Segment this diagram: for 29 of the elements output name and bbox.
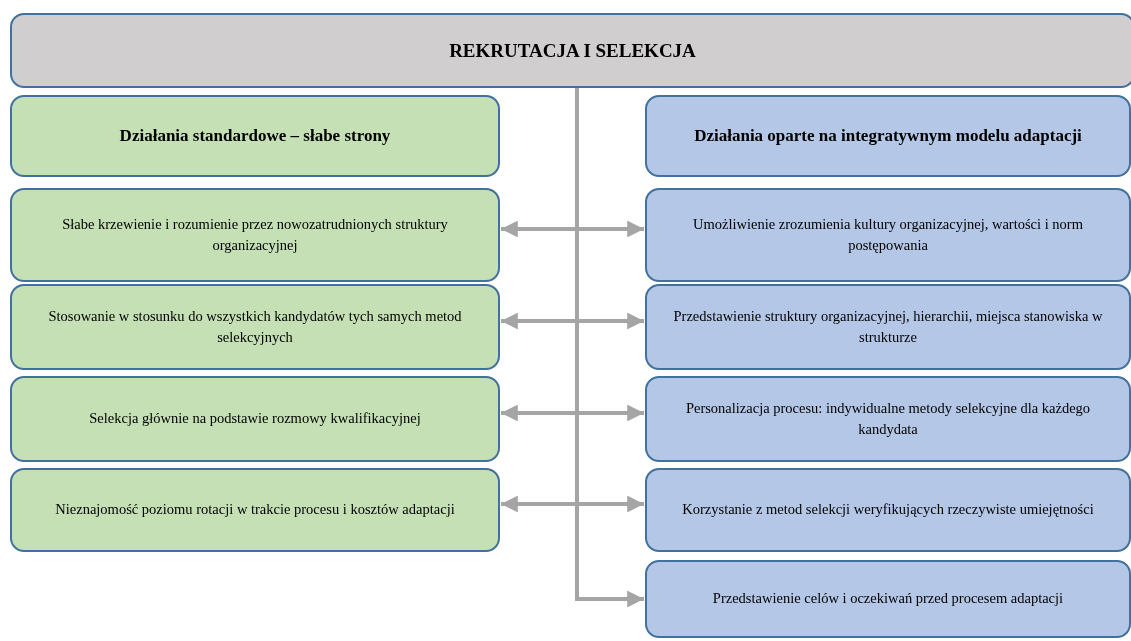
text-box — [10, 376, 500, 462]
arrow — [501, 220, 644, 238]
arrow — [501, 404, 644, 422]
text-box — [10, 284, 500, 370]
box-text: Przedstawienie struktury organizacyjnej, hierarchii, miejsca stanowiska w strukturze — [672, 307, 1104, 347]
text-box — [10, 188, 500, 282]
box-text: Przedstawienie celów i oczekiwań przed procesem adaptacji — [712, 589, 1064, 609]
box-text: Personalizacja procesu: indywidualne metody selekcyjne dla każdego kandydata — [684, 399, 1092, 439]
text-box — [645, 468, 1131, 552]
box-text: Słabe krzewienie i rozumienie przez nowozatrudnionych struktury organizacyjnej — [61, 215, 449, 255]
title: REKRUTACJA I SELEKCJA — [449, 38, 696, 63]
column-header-box — [10, 95, 500, 177]
box-text: Działania standardowe – słabe strony — [119, 124, 391, 147]
box-text: Selekcja głównie na podstawie rozmowy kwalifikacyjnej — [89, 409, 421, 429]
column-header-box — [645, 95, 1131, 177]
arrow — [501, 312, 644, 330]
arrow — [501, 495, 644, 513]
box-text: Umożliwienie zrozumienia kultury organizacyjnej, wartości i norm postępowania — [692, 215, 1084, 255]
box-text: Stosowanie w stosunku do wszystkich kandydatów tych samych metod selekcyjnych — [47, 307, 463, 347]
box-text: Działania oparte na integratywnym modelu adaptacji — [694, 124, 1082, 147]
text-box — [645, 560, 1131, 638]
text-box — [645, 284, 1131, 370]
box-text: Korzystanie z metod selekcji weryfikujących rzeczywiste umiejętności — [682, 500, 1094, 520]
text-box — [645, 188, 1131, 282]
box-text: Nieznajomość poziomu rotacji w trakcie procesu i kosztów adaptacji — [55, 500, 455, 520]
text-box — [645, 376, 1131, 462]
text-box — [10, 468, 500, 552]
title-banner — [10, 13, 1131, 88]
arrow — [575, 88, 644, 608]
